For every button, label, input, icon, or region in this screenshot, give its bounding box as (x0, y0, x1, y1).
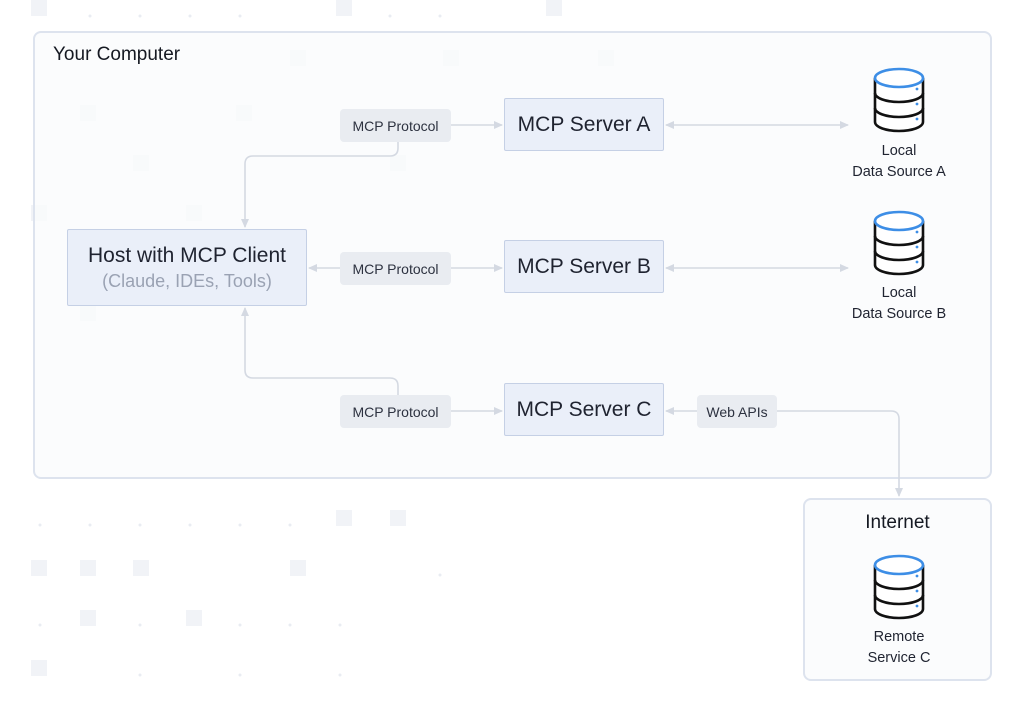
your-computer-title: Your Computer (53, 44, 181, 65)
data-source-a-line2: Data Source A (852, 164, 946, 180)
host-subtitle: (Claude, IDEs, Tools) (102, 270, 272, 291)
data-source-b-line1: Local (881, 285, 917, 301)
local-data-source-a-label: Local Data Source A (829, 141, 969, 183)
host-title: Host with MCP Client (87, 243, 286, 267)
remote-service-c-label: Remote Service C (829, 627, 969, 669)
mcp-server-b-node: MCP Server B (504, 240, 664, 293)
data-source-b-line2: Data Source B (851, 306, 947, 322)
web-apis-label: Web APIs (697, 395, 777, 428)
local-data-source-b-label: Local Data Source B (829, 283, 969, 325)
database-icon (873, 210, 925, 276)
data-source-a-line1: Local (881, 143, 917, 159)
mcp-protocol-label-b: MCP Protocol (340, 252, 451, 285)
mcp-protocol-label-c: MCP Protocol (340, 395, 451, 428)
service-c-line1: Remote (873, 629, 925, 645)
internet-title: Internet (865, 512, 930, 533)
database-icon (873, 554, 925, 620)
service-c-line2: Service C (867, 650, 931, 666)
host-mcp-client-node: Host with MCP Client (Claude, IDEs, Tool… (67, 229, 307, 306)
database-icon (873, 67, 925, 133)
mcp-server-c-node: MCP Server C (504, 383, 664, 436)
mcp-protocol-label-a: MCP Protocol (340, 109, 451, 142)
mcp-server-a-node: MCP Server A (504, 98, 664, 151)
